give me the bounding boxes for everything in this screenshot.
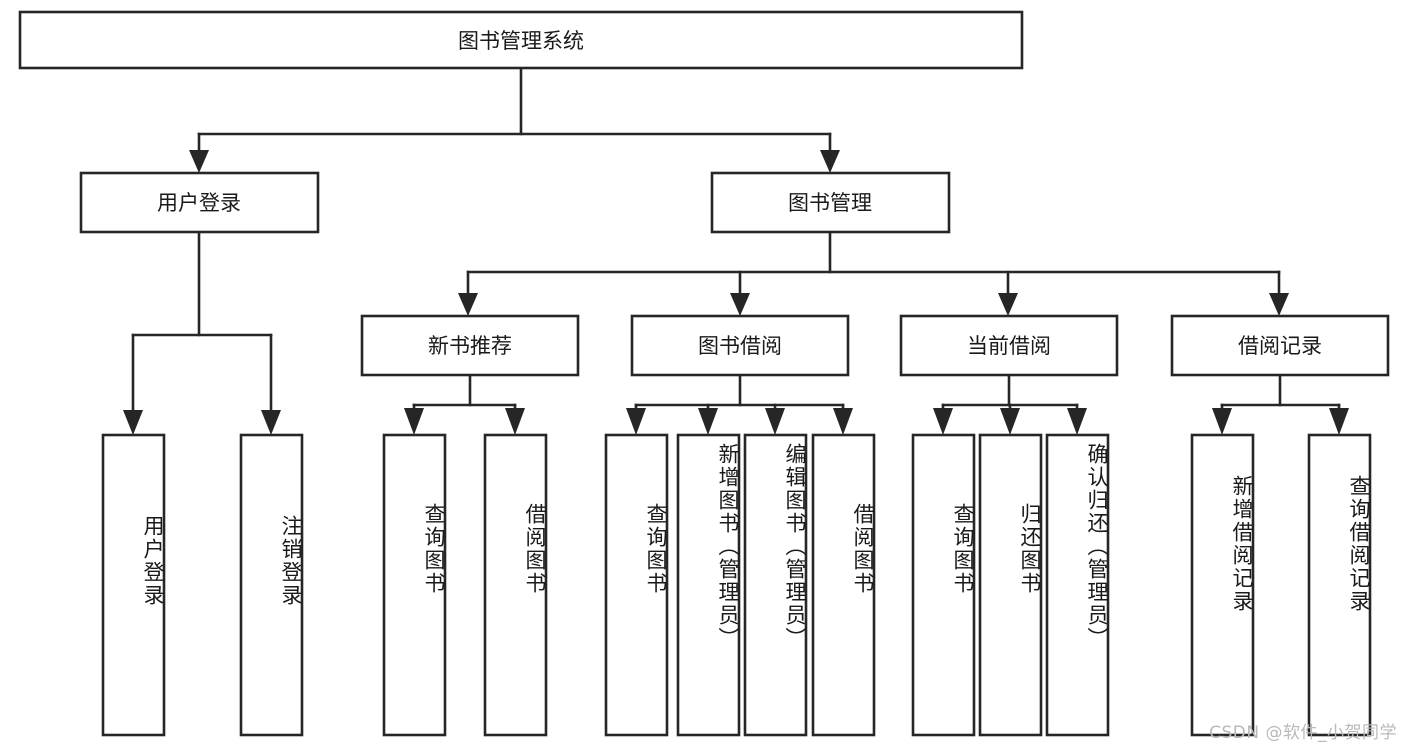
node-user-login[interactable]: 用户登录 (79, 171, 320, 234)
arrow-head-newbook-leaf-2 (505, 408, 525, 435)
arrow-head-bookborrow-leaf-2 (698, 408, 718, 435)
node-root-label: 图书管理系统 (458, 29, 584, 53)
leaf-box-query-book-3[interactable] (911, 433, 976, 737)
node-new-book-recommend-box[interactable] (360, 314, 580, 377)
arrow-head-to-current-borrow (998, 293, 1018, 316)
arrow-head-borrowrecord-leaf-2 (1329, 408, 1349, 435)
leaf-box-borrow-book-1[interactable] (483, 433, 548, 737)
node-book-management[interactable]: 图书管理 (710, 171, 951, 234)
node-borrow-record[interactable]: 借阅记录 (1170, 314, 1390, 377)
arrow-head-to-borrow-record (1269, 293, 1289, 316)
arrow-head-to-book-management (820, 150, 840, 173)
arrow-head-bookborrow-leaf-4 (833, 408, 853, 435)
arrow-head-currentborrow-leaf-2 (1000, 408, 1020, 435)
leaf-box-add-borrow-record[interactable] (1190, 433, 1255, 737)
node-root[interactable]: 图书管理系统 (18, 10, 1024, 70)
node-book-borrow-label: 图书借阅 (698, 334, 782, 358)
node-book-management-label: 图书管理 (788, 191, 872, 215)
arrow-head-to-new-book (458, 293, 478, 316)
node-book-borrow[interactable]: 图书借阅 (630, 314, 850, 377)
leaf-box-query-book-2[interactable] (604, 433, 669, 737)
leaf-box-group (101, 433, 1372, 737)
node-current-borrow-box[interactable] (899, 314, 1119, 377)
node-new-book-recommend[interactable]: 新书推荐 (360, 314, 580, 377)
arrow-head-borrowrecord-leaf-1 (1212, 408, 1232, 435)
connector-group (123, 66, 1349, 435)
leaf-box-query-borrow-record[interactable] (1307, 433, 1372, 737)
arrow-head-to-book-borrow (730, 293, 750, 316)
node-book-borrow-box[interactable] (630, 314, 850, 377)
node-root-box[interactable] (18, 10, 1024, 70)
arrow-head-login-leaf-2 (261, 410, 281, 435)
leaf-box-add-book-admin[interactable] (676, 433, 741, 737)
arrow-head-newbook-leaf-1 (404, 408, 424, 435)
arrow-head-to-user-login (189, 150, 209, 173)
leaf-box-logout[interactable] (239, 433, 304, 737)
node-user-login-label: 用户登录 (157, 191, 241, 215)
node-user-login-box[interactable] (79, 171, 320, 234)
node-book-management-box[interactable] (710, 171, 951, 234)
arrow-head-bookborrow-leaf-3 (765, 408, 785, 435)
watermark-text: CSDN @软件_小贺同学 (1209, 723, 1397, 743)
node-borrow-record-label: 借阅记录 (1238, 334, 1322, 358)
arrow-head-login-leaf-1 (123, 410, 143, 435)
arrow-head-currentborrow-leaf-1 (933, 408, 953, 435)
node-current-borrow[interactable]: 当前借阅 (899, 314, 1119, 377)
leaf-box-edit-book-admin[interactable] (743, 433, 808, 737)
leaf-box-return-book[interactable] (978, 433, 1043, 737)
node-borrow-record-box[interactable] (1170, 314, 1390, 377)
leaf-box-confirm-return-admin[interactable] (1045, 433, 1110, 737)
leaf-box-query-book-1[interactable] (382, 433, 447, 737)
leaf-box-user-login[interactable] (101, 433, 166, 737)
node-current-borrow-label: 当前借阅 (967, 334, 1051, 358)
node-new-book-recommend-label: 新书推荐 (428, 334, 512, 358)
arrow-head-currentborrow-leaf-3 (1067, 408, 1087, 435)
arrow-head-bookborrow-leaf-1 (626, 408, 646, 435)
leaf-box-borrow-book-2[interactable] (811, 433, 876, 737)
